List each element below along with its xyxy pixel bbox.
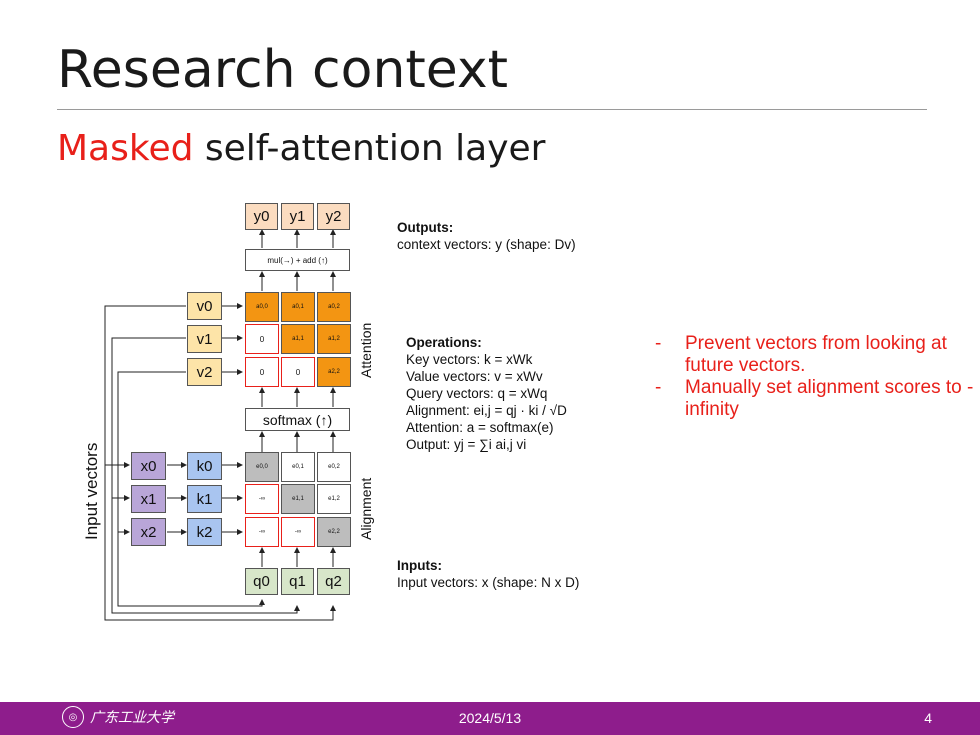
mul-add-box: mul(→) + add (↑) [245, 249, 350, 271]
output-y0: y0 [245, 203, 278, 230]
input-x0: x0 [131, 452, 166, 480]
operation-query: Query vectors: q = xWq [406, 386, 548, 401]
subtitle-rest: self-attention layer [193, 128, 546, 169]
alignment-cell: e0,2 [317, 452, 351, 482]
alignment-label: Alignment [358, 477, 374, 540]
attention-cell: a1,1 [281, 324, 315, 354]
output-y1: y1 [281, 203, 314, 230]
attention-label: Attention [358, 322, 374, 378]
operations-description: Operations: Key vectors: k = xWk Value v… [406, 334, 567, 453]
key-k0: k0 [187, 452, 222, 480]
attention-cell: a0,2 [317, 292, 351, 322]
inputs-description: Inputs: Input vectors: x (shape: N x D) [397, 557, 579, 591]
alignment-cell: e0,0 [245, 452, 279, 482]
input-x1: x1 [131, 485, 166, 513]
key-k2: k2 [187, 518, 222, 546]
slide-title: Research context [57, 40, 509, 100]
operation-alignment: Alignment: ei,j = qj · ki / √D [406, 403, 567, 418]
softmax-box: softmax (↑) [245, 408, 350, 431]
page-number: 4 [924, 710, 932, 726]
input-vectors-label: Input vectors [82, 442, 101, 540]
inputs-line: Input vectors: x (shape: N x D) [397, 575, 580, 590]
note-item: -Prevent vectors from looking at future … [655, 333, 947, 376]
operation-output: Output: yj = ∑i ai,j vi [406, 437, 527, 452]
operations-heading: Operations: [406, 335, 482, 350]
query-q2: q2 [317, 568, 350, 595]
attention-cell: a0,1 [281, 292, 315, 322]
query-q0: q0 [245, 568, 278, 595]
alignment-cell-masked: -∞ [245, 517, 279, 547]
outputs-heading: Outputs: [397, 220, 454, 235]
footer-date: 2024/5/13 [458, 710, 522, 726]
input-x2: x2 [131, 518, 166, 546]
note-text: Manually set alignment scores to -infini… [685, 377, 974, 420]
value-v2: v2 [187, 358, 222, 386]
output-y2: y2 [317, 203, 350, 230]
operation-key: Key vectors: k = xWk [406, 352, 533, 367]
attention-cell-masked: 0 [281, 357, 315, 387]
slide-subtitle: Masked self-attention layer [57, 128, 545, 169]
value-v0: v0 [187, 292, 222, 320]
attention-cell-masked: 0 [245, 324, 279, 354]
operation-value: Value vectors: v = xWv [406, 369, 543, 384]
alignment-cell-masked: -∞ [245, 484, 279, 514]
inputs-heading: Inputs: [397, 558, 442, 573]
operation-attention: Attention: a = softmax(e) [406, 420, 554, 435]
university-seal-icon: ◎ [62, 706, 84, 728]
alignment-cell: e0,1 [281, 452, 315, 482]
outputs-description: Outputs: context vectors: y (shape: Dv) [397, 219, 576, 253]
alignment-cell-masked: -∞ [281, 517, 315, 547]
alignment-cell: e1,1 [281, 484, 315, 514]
title-divider [57, 109, 927, 110]
attention-cell-masked: 0 [245, 357, 279, 387]
query-q1: q1 [281, 568, 314, 595]
slide-footer: ◎ 广东工业大学 2024/5/13 4 [0, 702, 980, 735]
attention-cell: a0,0 [245, 292, 279, 322]
notes-list: -Prevent vectors from looking at future … [655, 333, 980, 421]
university-name: 广东工业大学 [90, 710, 174, 726]
note-item: -Manually set alignment scores to -infin… [655, 377, 974, 420]
subtitle-highlight: Masked [57, 128, 194, 169]
key-k1: k1 [187, 485, 222, 513]
attention-cell: a1,2 [317, 324, 351, 354]
note-text: Prevent vectors from looking at future v… [685, 333, 947, 376]
alignment-cell: e1,2 [317, 484, 351, 514]
attention-cell: a2,2 [317, 357, 351, 387]
alignment-cell: e2,2 [317, 517, 351, 547]
university-logo: ◎ 广东工业大学 [62, 706, 174, 728]
outputs-line: context vectors: y (shape: Dv) [397, 237, 576, 252]
value-v1: v1 [187, 325, 222, 353]
